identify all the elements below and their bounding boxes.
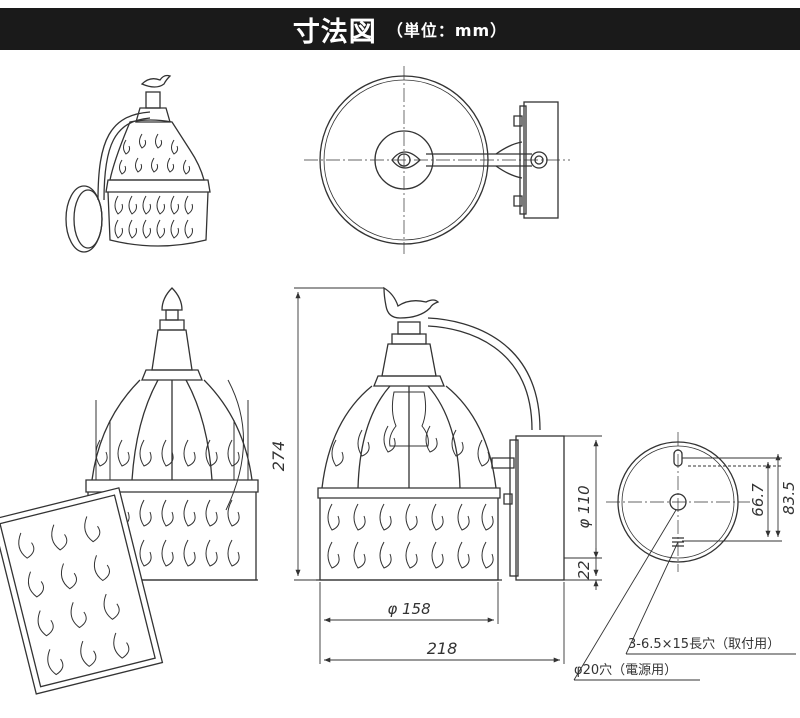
title-wrap: 寸法図 （単位：mm）: [0, 8, 800, 50]
page-title: 寸法図: [292, 16, 377, 48]
note-mount-holes: 3-6.5×15長穴（取付用）: [628, 637, 780, 652]
dim-depth-218: 218: [427, 639, 458, 658]
backplate-rear-view: [606, 432, 750, 572]
dimension-labels: 274 φ 110 22 φ 158 218 66.7 83.5 3-6.5×1…: [269, 441, 798, 678]
perspective-view: [65, 74, 211, 253]
top-view: [304, 66, 570, 254]
dim-mount-66-7: 66.7: [749, 483, 767, 517]
unit-label: （単位：mm）: [386, 21, 508, 40]
dimension-lines: [294, 287, 796, 681]
dim-height-274: 274: [269, 441, 288, 472]
side-view: [316, 286, 565, 581]
header: 寸法図 （単位：mm）: [0, 0, 800, 54]
dim-backplate-110: φ 110: [575, 485, 593, 528]
dim-shade-158: φ 158: [387, 600, 430, 618]
note-power-hole: φ20穴（電源用）: [574, 663, 677, 678]
title-bar: [0, 8, 800, 50]
dim-mount-83-5: 83.5: [780, 481, 798, 514]
front-view: [0, 287, 259, 695]
dim-bottom-22: 22: [575, 560, 593, 579]
